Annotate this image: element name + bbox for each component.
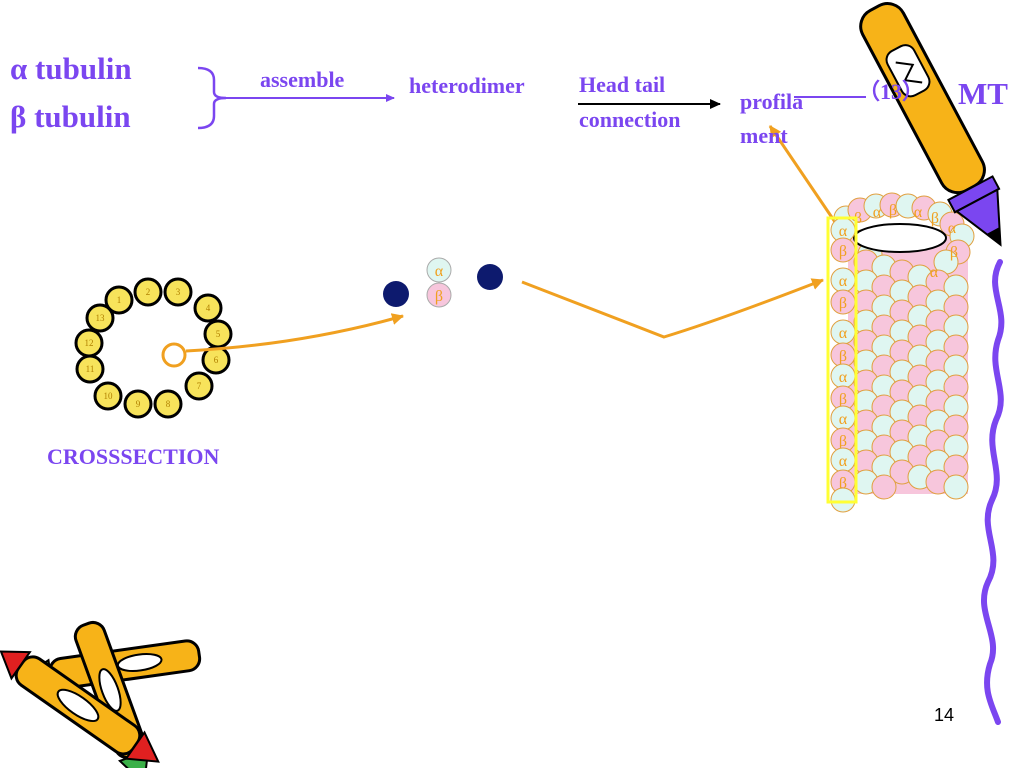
protofilament-subunit-label: β	[839, 433, 847, 450]
ring-subunit-number: 2	[146, 287, 151, 297]
protofilament-highlight-box	[826, 216, 858, 504]
ring-subunit-number: 11	[86, 364, 95, 374]
right-dark-dot	[477, 264, 503, 290]
head-tail-label-line1: Head tail	[579, 72, 666, 97]
protofilament-subunit	[830, 487, 856, 513]
heterodimer-label: heterodimer	[409, 73, 525, 98]
head-tail-label-line2: connection	[579, 107, 681, 132]
heterodimer-alpha-subunit	[426, 257, 452, 283]
mt-lumen	[853, 223, 947, 253]
ring-subunit-number: 7	[197, 381, 202, 391]
protofilament-subunit-label: β	[839, 348, 847, 365]
profilament-label-line2: ment	[740, 123, 788, 148]
heterodimer-beta-subunit	[426, 282, 452, 308]
ring-subunit-number: 4	[206, 303, 211, 313]
ring-to-dimer-arrow	[185, 313, 404, 353]
thirteen-count-label: （13）	[858, 79, 925, 104]
heterodimer-beta-label: β	[435, 288, 443, 305]
ring-subunit-number: 8	[166, 399, 171, 409]
ring-subunit-number: 10	[104, 391, 114, 401]
ring-subunit	[133, 277, 163, 307]
squiggle-line	[981, 259, 1005, 725]
beta-tubulin-label: β tubulin	[10, 99, 131, 134]
ring-subunit-number: 3	[176, 287, 181, 297]
ring-subunit	[93, 381, 123, 411]
brace-icon	[197, 66, 227, 130]
protofilament-subunit-label: α	[839, 453, 848, 470]
ring-subunit	[201, 345, 231, 375]
strand-to-profilament-arrow	[768, 125, 837, 223]
ring-subunit	[104, 285, 134, 315]
ring-subunit	[184, 371, 214, 401]
protofilament-subunit-label: β	[839, 295, 847, 312]
assemble-label: assemble	[260, 67, 345, 92]
mt-top-subunit-label: α	[873, 204, 882, 221]
mt-label: MT	[958, 76, 1008, 111]
ring-subunit-number: 5	[216, 329, 221, 339]
mt-subunit	[943, 474, 969, 500]
protofilament-subunit-label: α	[839, 369, 848, 386]
crayons-icon	[0, 620, 202, 768]
mt-top-subunit-label: β	[854, 210, 862, 227]
ring-subunit	[74, 328, 104, 358]
ring-subunit	[153, 389, 183, 419]
mt-top-subunit-label: α	[948, 220, 957, 237]
profilament-label-line1: profila	[740, 89, 804, 114]
left-dark-dot	[383, 281, 409, 307]
ring-subunit-number: 12	[85, 338, 94, 348]
ring-subunit-number: 9	[136, 399, 141, 409]
ring-subunit-number: 13	[96, 313, 106, 323]
protofilament-subunit-label: α	[839, 411, 848, 428]
mt-top-subunit-label: β	[950, 244, 958, 261]
protofilament-subunit-label: β	[839, 243, 847, 260]
protofilament-subunit-label: β	[839, 391, 847, 408]
protofilament-subunit-label: α	[839, 273, 848, 290]
mt-top-subunit-label: β	[889, 202, 897, 219]
slide-number: 14	[934, 705, 955, 725]
alpha-tubulin-label: α tubulin	[10, 51, 132, 86]
ring-subunit	[163, 277, 193, 307]
protofilament-subunit-label: β	[839, 475, 847, 492]
ring-subunit-number: 6	[214, 355, 219, 365]
mt-subunit	[871, 474, 897, 500]
protofilament-subunit-label: α	[839, 223, 848, 240]
ring-subunit	[193, 293, 223, 323]
protofilament-subunit-label: α	[839, 325, 848, 342]
crosssection-label: CROSSSECTION	[47, 444, 220, 469]
mt-top-subunit-label: α	[930, 264, 939, 281]
mt-top-subunit-label: α	[914, 204, 923, 221]
heterodimer-alpha-label: α	[435, 263, 444, 280]
pencil-icon	[859, 2, 1002, 247]
mt-top-subunit-label: β	[931, 210, 939, 227]
ring-subunit	[123, 389, 153, 419]
ring-highlight-dot	[161, 342, 187, 368]
ring-subunit	[85, 303, 115, 333]
dimer-to-mt-arrow	[521, 278, 824, 339]
ring-subunit-number: 1	[117, 295, 122, 305]
